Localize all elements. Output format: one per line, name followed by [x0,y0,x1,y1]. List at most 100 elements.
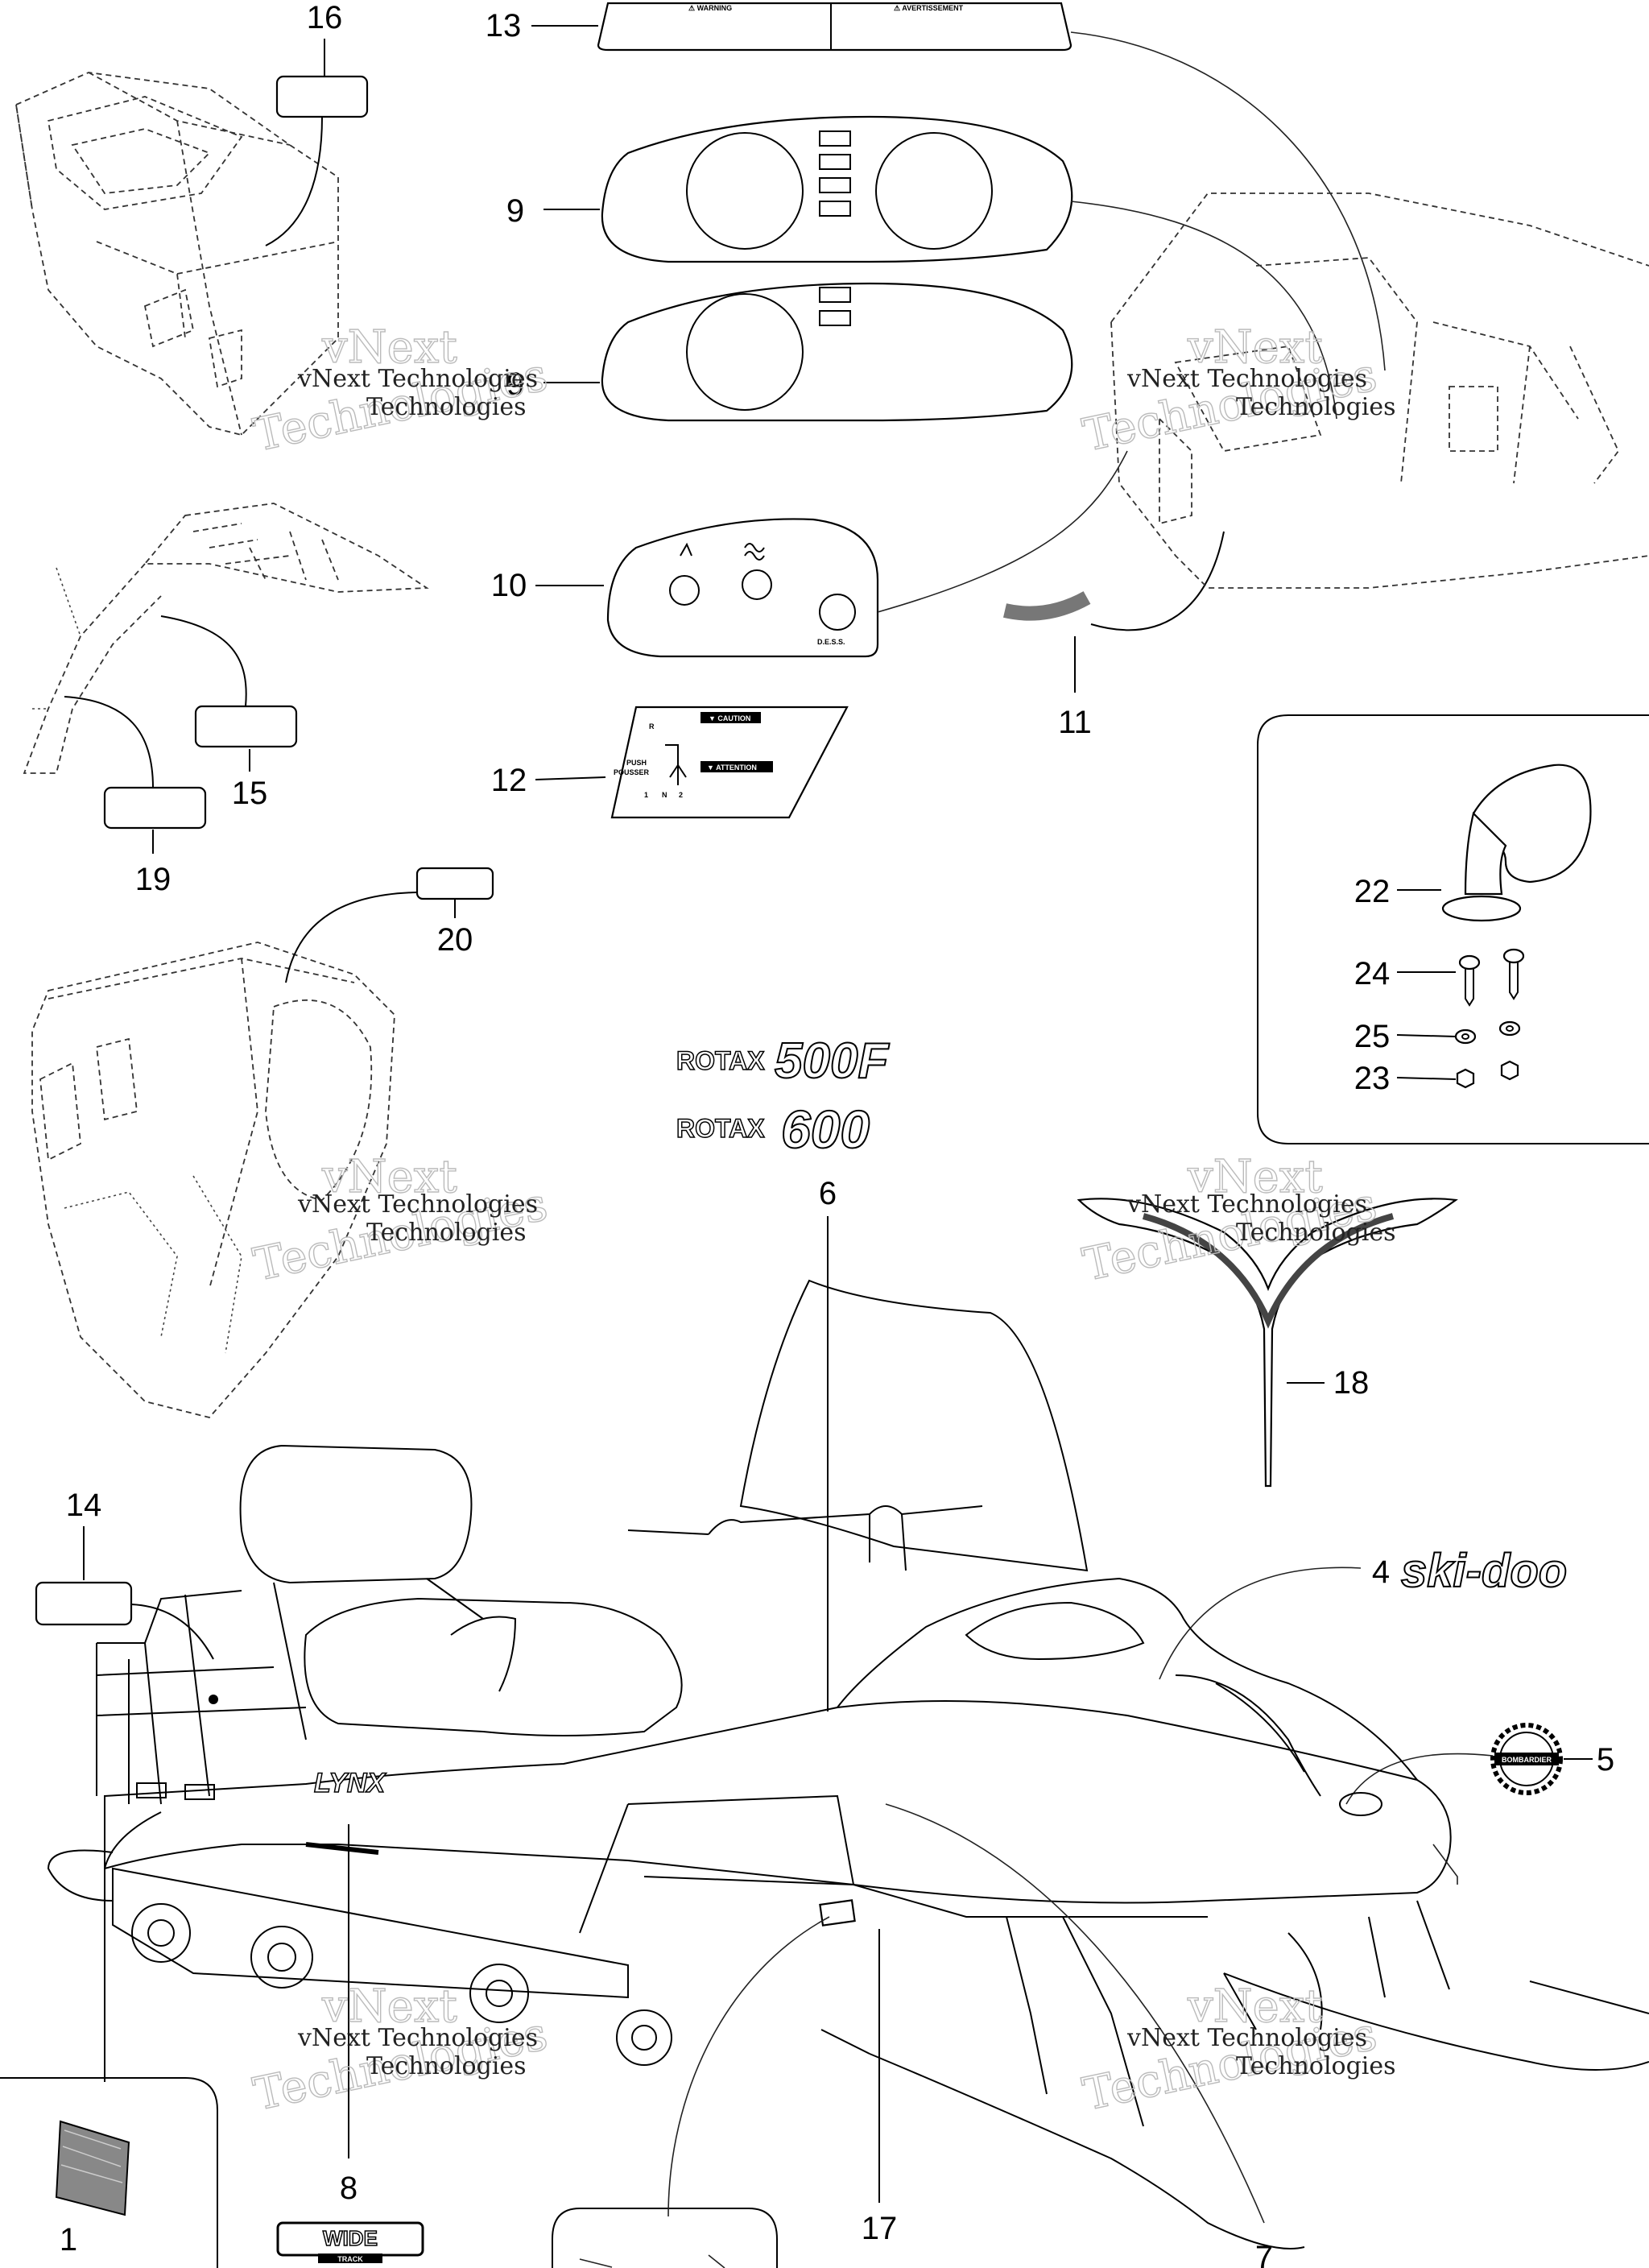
gear-r: R [649,722,655,730]
callout-18: 18 [1333,1365,1370,1401]
callout-9b: 9 [506,366,524,402]
decal-1-panel: 1 [0,1811,218,2268]
callout-23: 23 [1354,1061,1391,1096]
decal-14 [35,1581,133,1626]
warning-label-right: ⚠ AVERTISSEMENT [894,4,964,12]
left-ski [869,2053,1305,2249]
fender-illustration [23,503,429,774]
decal-8-callout: 8 WIDE TRACK [276,1824,424,2263]
wm6-line-b: Technologies [1236,2052,1396,2080]
callout-25: 25 [1354,1019,1391,1054]
washer-b [1498,1020,1521,1037]
gear-2: 2 [679,791,683,799]
watermark-6: vNext Technologies vNext Technologies Te… [1078,1980,1396,2121]
wide-logo: WIDE [323,2226,378,2250]
callout-6: 6 [819,1176,837,1211]
decal-12-shift-label: 12 ▼ CAUTION ▼ ATTENTION R PUSH POUSSER … [491,706,849,819]
decal-9a-gauge-panel: 9 [506,115,1337,420]
rear-rack [96,1590,307,1804]
callout-1: 1 [60,2222,77,2258]
decal-7-callout: 7 [885,1803,1273,2268]
decal-16-callout: 16 [265,0,369,246]
callout-24: 24 [1354,956,1391,991]
watermark-1: vNext Technologies vNext Technologies Te… [249,321,552,462]
callout-20: 20 [437,922,473,958]
wm1-big1: vNext [321,321,457,374]
attention-label: ▼ ATTENTION [707,764,757,772]
windshield [739,1279,1089,1572]
screw-a [1458,954,1481,971]
decal-20-callout: 20 [285,867,494,983]
callout-9a: 9 [506,193,524,229]
wm1-line-b: Technologies [366,393,527,421]
decal-13-warning-strip [597,2,1072,52]
decal-15 [194,705,298,748]
decal-15-callout: 15 [160,615,298,811]
wm2-big1: vNext [1187,321,1323,374]
seat [304,1597,683,1736]
callout-8: 8 [340,2171,357,2206]
wm3-line-b: Technologies [366,1219,527,1247]
nut-a [1456,1068,1475,1089]
nut-b [1500,1060,1519,1081]
decal-13-callout: 13 ⚠ WARNING ⚠ AVERTISSEMENT [486,2,1386,371]
decal-14-callout: 14 [35,1488,218,1704]
engine-cover-illustration [31,942,395,1419]
wm4-line-b: Technologies [1236,1219,1396,1247]
wm5-big1: vNext [321,1980,457,2033]
screw-b [1502,948,1525,964]
rotax-num-b: 600 [781,1099,870,1159]
decal-19-callout: 19 [64,696,207,897]
right-ski [1223,1972,1649,2071]
callout-16: 16 [307,0,343,35]
dess-label: D.E.S.S. [817,638,845,646]
mirror-stem [1464,811,1507,896]
hood-illustration [1110,192,1649,589]
wm3-line-a: vNext Technologies [297,1190,538,1219]
callout-19: 19 [135,862,172,897]
decal-20 [415,867,494,900]
callout-14: 14 [66,1488,102,1523]
console-box-illustration [15,72,339,436]
decal-17-body [819,1899,856,1927]
rotax-num-a: 500F [775,1033,890,1089]
wm5-line-b: Technologies [366,2052,527,2080]
callout-10: 10 [491,568,527,603]
callout-4: 4 [1372,1554,1390,1590]
wm6-line-a: vNext Technologies [1126,2024,1367,2052]
bombardier-label: BOMBARDIER [1502,1756,1552,1764]
decal-10-switch-panel: 10 D.E.S.S. [491,450,1128,658]
washer-a [1454,1028,1477,1045]
gear-1: 1 [644,791,648,799]
skidoo-logo: ski-doo [1401,1545,1567,1597]
snowmobile-illustration: LYNX [47,1279,1649,2249]
attention-box [701,761,773,772]
track-label: TRACK [337,2255,363,2263]
callout-5: 5 [1597,1742,1614,1778]
decal-18-wings: 18 [1077,1198,1458,1488]
rotax-word-a: ROTAX [676,1046,765,1075]
body [104,1700,1452,1904]
decal-6-rotax-logos: ROTAX 500F ROTAX 600 6 [676,1033,891,1711]
callout-12: 12 [491,763,527,798]
decal-16 [275,75,369,118]
track [112,1867,629,1999]
push-label: PUSH [626,759,647,767]
decal-9b-gauge-panel: 9 [506,282,1073,422]
decal-11-shape [1002,591,1091,621]
wm5-line-a: vNext Technologies [297,2024,538,2052]
decal-4-skidoo: 4 ski-doo [1159,1544,1568,1680]
wm1-line-a: vNext Technologies [297,365,538,393]
wm4-line-a: vNext Technologies [1126,1190,1367,1219]
mirror-head [1472,764,1592,884]
wm4-big1: vNext [1187,1151,1323,1203]
watermark-5: vNext Technologies vNext Technologies Te… [249,1980,552,2121]
callout-15: 15 [232,776,268,811]
watermark-3: vNext Technologies vNext Technologies Te… [249,1150,552,1292]
watermark-2: vNext Technologies vNext Technologies Te… [1078,321,1396,462]
hood [837,1577,1418,1781]
wm2-line-a: vNext Technologies [1126,365,1367,393]
mirror-base [1441,895,1522,922]
decal-17-callout: 17 [552,1916,897,2268]
